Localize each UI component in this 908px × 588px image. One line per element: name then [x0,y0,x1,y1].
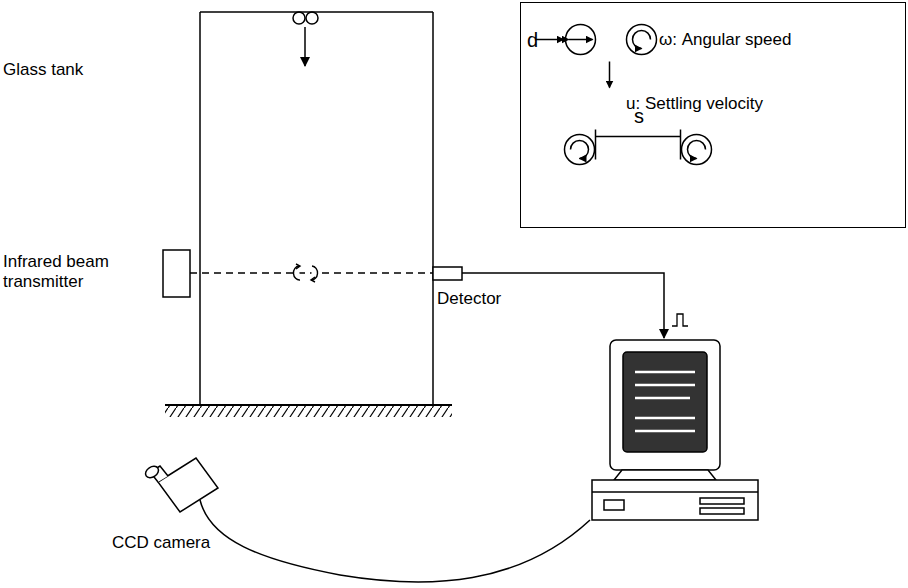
transmitter-label: Infrared beam transmitter [3,252,131,293]
pulse-symbol [672,314,688,326]
detector-label: Detector [437,289,501,309]
fall-arrow [304,27,306,66]
tank-label: Glass tank [3,60,83,80]
settling-velocity-label: u: Settling velocity [626,93,763,115]
particle-pair [293,12,318,24]
detector-box [433,267,462,280]
ccd-camera [143,458,590,582]
legend-inset-box: d ω: Angular speed u: Settling velocitys [520,2,906,228]
computer [592,340,758,520]
diameter-label: d [527,27,538,53]
spacing-label: s [634,103,644,129]
ground-hatch [165,406,452,417]
rotating-particles [293,264,317,282]
transmitter-box [163,250,190,297]
camera-label: CCD camera [112,533,210,553]
glass-tank [200,12,433,405]
angular-speed-label: ω: Angular speed [659,29,791,51]
ground-line [165,404,452,406]
